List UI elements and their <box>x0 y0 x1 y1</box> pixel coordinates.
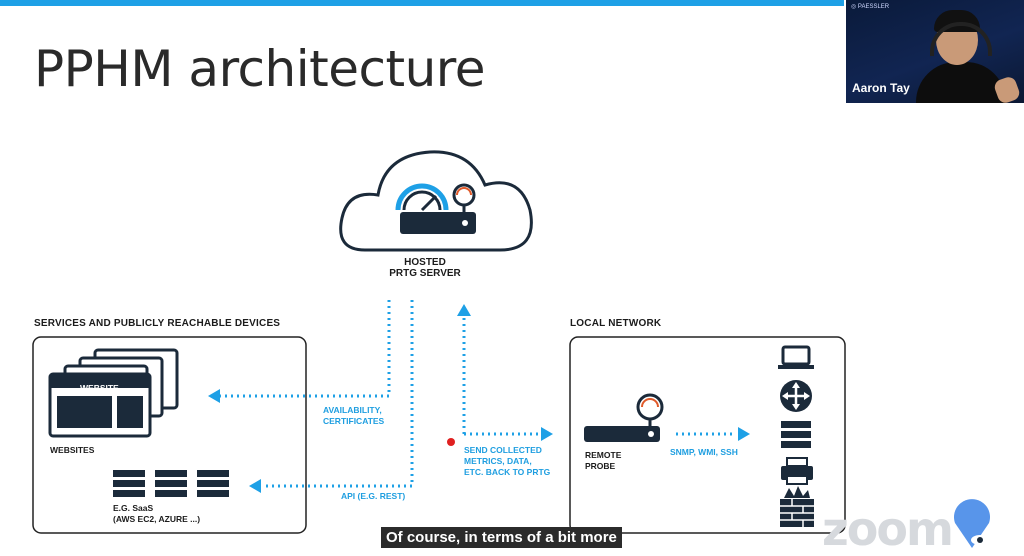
paessler-logo: ◎ PAESSLER <box>851 4 890 10</box>
server-label: HOSTED PRTG SERVER <box>386 257 464 279</box>
server-stack-icon <box>781 421 811 448</box>
participant-video-tile[interactable]: ◎ PAESSLER Aaron Tay <box>846 0 1024 103</box>
availability-line1: AVAILABILITY, <box>323 405 382 415</box>
send-metrics-label: SEND COLLECTED METRICS, DATA, ETC. BACK … <box>464 445 550 478</box>
send-line1: SEND COLLECTED <box>464 445 542 455</box>
server-icon <box>400 212 476 234</box>
live-caption: Of course, in terms of a bit more <box>381 527 622 548</box>
saas-line2: (AWS EC2, AZURE ...) <box>113 514 201 524</box>
services-heading: SERVICES AND PUBLICLY REACHABLE DEVICES <box>34 318 281 329</box>
probe-line2: PROBE <box>585 461 616 471</box>
websites-caption: WEBSITES <box>50 445 95 455</box>
server-label-line2: PRTG SERVER <box>389 268 461 279</box>
participant-name: Aaron Tay <box>852 81 910 95</box>
speedometer-icon <box>395 183 449 212</box>
flow-lines <box>220 300 736 488</box>
slide-title: PPHM architecture <box>34 40 485 98</box>
laser-pointer <box>447 438 455 446</box>
server-stack-icon <box>113 470 229 497</box>
saas-line1: E.G. SaaS <box>113 503 154 513</box>
send-line3: ETC. BACK TO PRTG <box>464 467 551 477</box>
top-accent-bar <box>0 0 844 6</box>
availability-label: AVAILABILITY, CERTIFICATES <box>323 405 384 427</box>
flow-arrowheads <box>208 304 750 493</box>
snmp-label: SNMP, WMI, SSH <box>670 447 738 457</box>
availability-line2: CERTIFICATES <box>323 416 385 426</box>
api-label: API (E.G. REST) <box>341 491 406 501</box>
server-label-line1: HOSTED <box>404 257 446 268</box>
website-window-icon <box>48 348 179 438</box>
send-line2: METRICS, DATA, <box>464 456 532 466</box>
local-network-heading: LOCAL NETWORK <box>570 318 662 329</box>
website-label-text: WEBSITE <box>80 383 119 393</box>
saas-caption: E.G. SaaS (AWS EC2, AZURE ...) <box>113 503 200 525</box>
zoom-watermark: zoom <box>822 502 954 556</box>
remote-probe-icon <box>584 393 664 442</box>
printer-icon <box>781 457 813 485</box>
remote-probe-label: REMOTE PROBE <box>585 450 621 472</box>
probe-line1: REMOTE <box>585 450 622 460</box>
gauge-small-icon <box>452 183 476 212</box>
laptop-icon <box>778 345 814 369</box>
router-icon <box>780 380 812 412</box>
firewall-icon <box>780 486 814 527</box>
zoom-location-icon <box>954 499 991 548</box>
